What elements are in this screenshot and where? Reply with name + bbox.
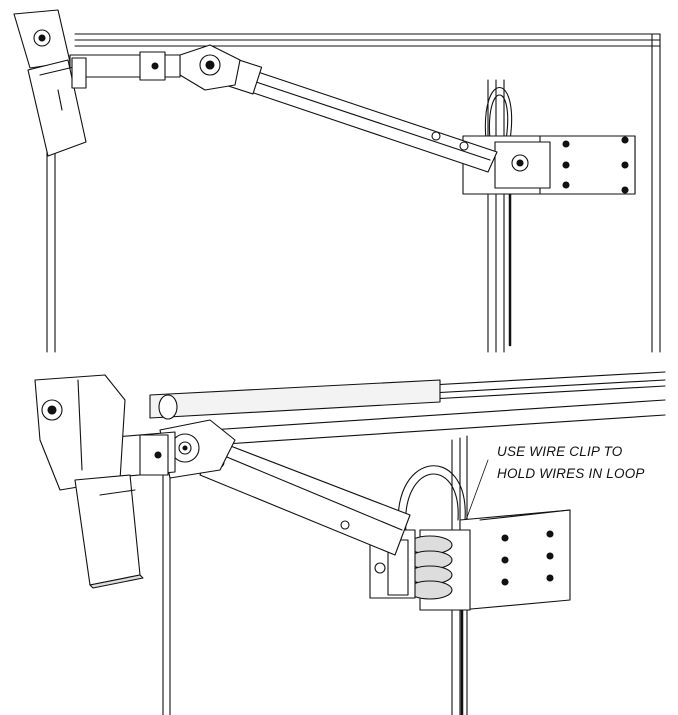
bottom-diagonal-arm xyxy=(199,439,411,556)
top-elbow-pivot xyxy=(179,44,241,91)
bottom-wire-loop xyxy=(397,465,466,541)
bottom-elbow xyxy=(159,419,236,479)
bottom-motor xyxy=(34,374,144,589)
bottom-view xyxy=(34,371,666,715)
top-frame xyxy=(46,33,661,353)
top-view xyxy=(13,9,661,353)
top-wire-loop xyxy=(484,86,513,141)
bottom-wall-plate xyxy=(459,509,571,611)
top-diagonal-arm xyxy=(223,57,498,173)
wire-clip-callout: USE WIRE CLIP TO HOLD WIRES IN LOOP xyxy=(497,441,675,485)
bottom-roller-tube xyxy=(149,379,441,419)
callout-line-2: HOLD WIRES IN LOOP xyxy=(497,466,645,481)
top-short-arm xyxy=(69,51,181,81)
top-plate-pivot xyxy=(494,141,551,189)
callout-line-1: USE WIRE CLIP TO xyxy=(497,444,623,459)
top-motor xyxy=(13,9,87,157)
